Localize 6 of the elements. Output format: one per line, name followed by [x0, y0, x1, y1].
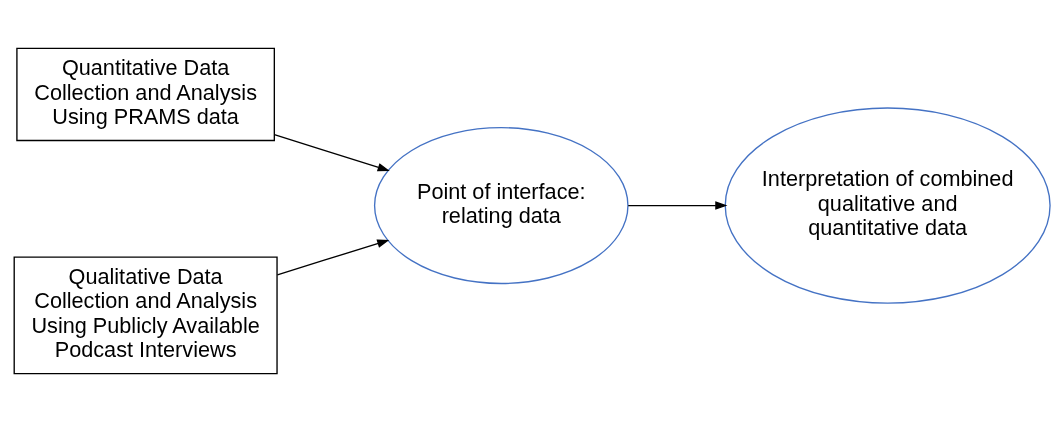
node-box: Quantitative Data Collection and Analysis Using PRAMS data: [16, 47, 275, 141]
node-box: Qualitative Data Collection and Analysis Using Publicly Available Podcast Interviews: [13, 255, 278, 374]
node-ellipse: Interpretation of combined qualitative and quantitative data: [724, 106, 1051, 304]
arrow: [273, 133, 390, 171]
arrow: [627, 200, 728, 210]
arrow: [276, 239, 390, 275]
